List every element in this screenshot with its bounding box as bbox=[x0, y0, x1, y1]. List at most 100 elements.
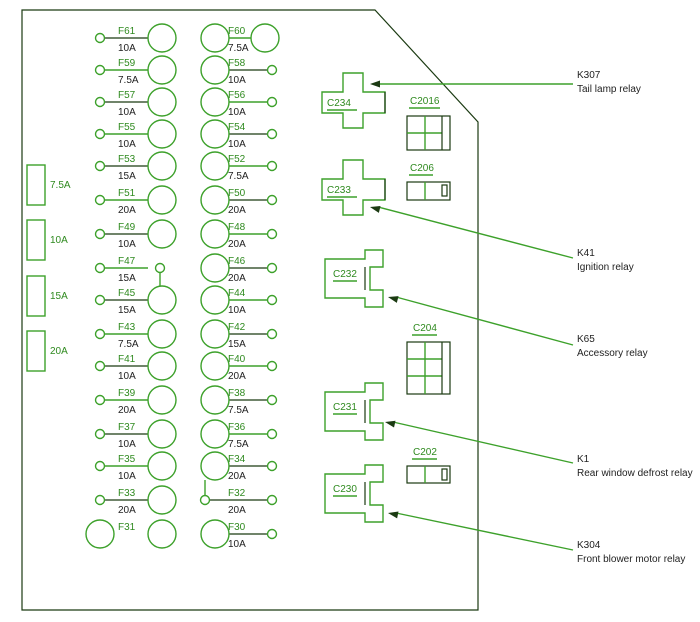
fuse-id: F36 bbox=[228, 422, 246, 433]
fuse-f37[interactable]: F37 10A bbox=[94, 419, 177, 450]
fuse-socket bbox=[200, 151, 230, 181]
fuse-id: F57 bbox=[118, 90, 136, 101]
fuse-amperage: 10A bbox=[118, 439, 136, 450]
fuse-amperage: 10A bbox=[118, 239, 136, 250]
fuse-socket bbox=[147, 419, 177, 449]
fuse-terminal bbox=[94, 394, 106, 406]
fuse-socket bbox=[147, 55, 177, 85]
fuse-f49[interactable]: F49 10A bbox=[94, 219, 177, 250]
fuse-terminal bbox=[154, 262, 166, 274]
fuse-amperage: 7.5A bbox=[228, 405, 249, 416]
fuse-amperage: 7.5A bbox=[228, 439, 249, 450]
arrow-icon bbox=[388, 511, 399, 519]
fuse-id: F32 bbox=[228, 488, 246, 499]
fuse-socket bbox=[200, 87, 230, 117]
leader-line bbox=[377, 206, 574, 259]
connector-c206: C206 bbox=[406, 163, 451, 201]
fuse-id: F58 bbox=[228, 58, 246, 69]
fuse-terminal bbox=[94, 294, 106, 306]
fuse-terminal bbox=[266, 64, 278, 76]
fuse-terminal bbox=[266, 228, 278, 240]
spare-fuse[interactable]: 15A bbox=[26, 275, 68, 317]
relay-name: Rear window defrost relay bbox=[577, 468, 693, 479]
fuse-f31[interactable]: F31 bbox=[85, 519, 177, 549]
spare-fuse-label: 20A bbox=[50, 346, 68, 357]
fuse-socket bbox=[250, 23, 280, 53]
fuse-socket bbox=[200, 55, 230, 85]
fuse-id: F55 bbox=[118, 122, 136, 133]
fuse-socket bbox=[200, 253, 230, 283]
fuse-amperage: 7.5A bbox=[228, 43, 249, 54]
fuse-socket bbox=[147, 87, 177, 117]
fuse-id: F49 bbox=[118, 222, 136, 233]
fuse-id: F50 bbox=[228, 188, 246, 199]
spare-fuse[interactable]: 10A bbox=[26, 219, 68, 261]
fuse-terminal bbox=[94, 64, 106, 76]
relay-code: K304 bbox=[577, 540, 601, 551]
fuse-amperage: 20A bbox=[118, 205, 136, 216]
fuse-id: F34 bbox=[228, 454, 246, 465]
fuse-amperage: 10A bbox=[118, 43, 136, 54]
fuse-terminal bbox=[266, 528, 278, 540]
spare-fuse[interactable]: 20A bbox=[26, 330, 68, 372]
fuse-terminal bbox=[266, 460, 278, 472]
fuse-amperage: 10A bbox=[228, 139, 246, 150]
fuse-amperage: 10A bbox=[118, 371, 136, 382]
fuse-id: F53 bbox=[118, 154, 136, 165]
fuse-amperage: 15A bbox=[118, 273, 136, 284]
fuse-amperage: 7.5A bbox=[228, 171, 249, 182]
spare-fuse[interactable]: 7.5A bbox=[26, 164, 71, 206]
fuse-id: F37 bbox=[118, 422, 136, 433]
fuse-terminal bbox=[94, 360, 106, 372]
fuse-socket bbox=[200, 285, 230, 315]
fuse-amperage: 10A bbox=[118, 471, 136, 482]
fuse-terminal bbox=[266, 428, 278, 440]
connector-label: C2016 bbox=[410, 96, 440, 107]
relay-socket bbox=[321, 72, 386, 129]
fuse-f36[interactable]: F36 7.5A bbox=[200, 419, 278, 450]
fuse-amperage: 10A bbox=[228, 107, 246, 118]
fuse-id: F48 bbox=[228, 222, 246, 233]
fuse-terminal bbox=[266, 160, 278, 172]
fuse-id: F46 bbox=[228, 256, 246, 267]
fuse-id: F40 bbox=[228, 354, 246, 365]
fuse-socket bbox=[147, 319, 177, 349]
fuse-id: F45 bbox=[118, 288, 136, 299]
fuse-socket bbox=[200, 119, 230, 149]
